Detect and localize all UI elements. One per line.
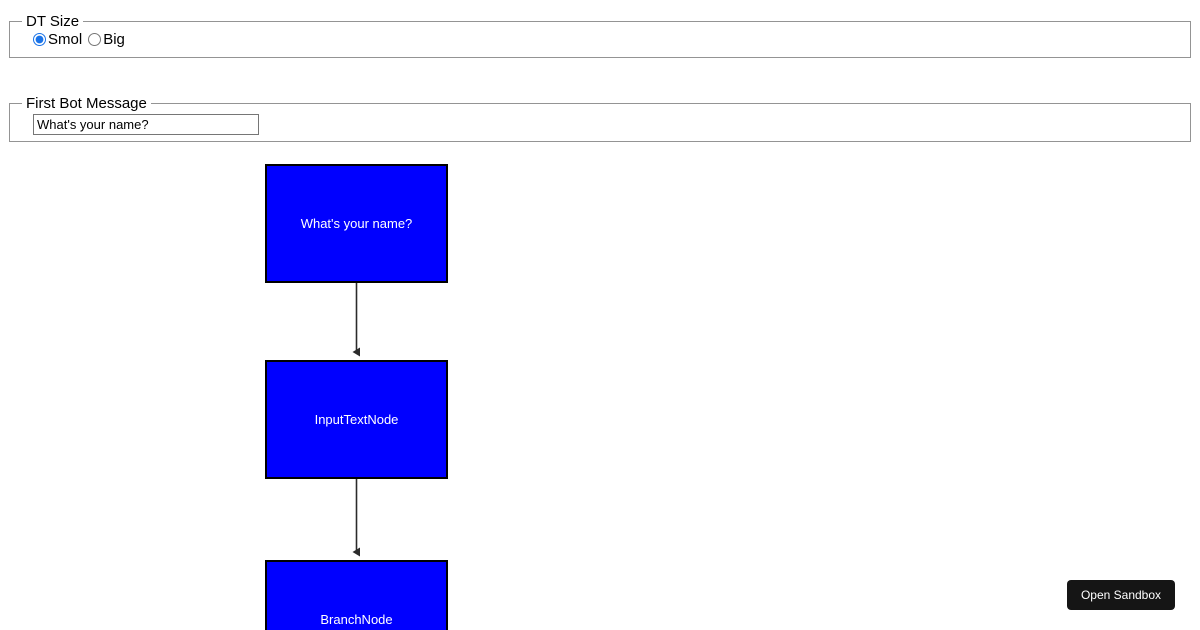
graph-node-label: What's your name? — [300, 215, 413, 231]
graph-node-input-text[interactable]: InputTextNode — [265, 360, 448, 479]
radio-option-big[interactable]: Big — [88, 31, 125, 48]
graph-edges — [352, 283, 360, 557]
dt-size-fieldset: DT Size Smol Big — [9, 13, 1191, 58]
radio-input-smol[interactable] — [33, 33, 46, 46]
dt-size-radio-group[interactable]: Smol Big — [33, 31, 1182, 48]
graph-node-label: BranchNode — [320, 611, 393, 627]
decision-tree-graph: What's your name? InputTextNode BranchNo… — [0, 150, 1200, 630]
graph-node-root[interactable]: What's your name? — [265, 164, 448, 283]
radio-label-big[interactable]: Big — [103, 31, 125, 48]
first-bot-message-fieldset: First Bot Message — [9, 95, 1191, 142]
first-bot-message-legend: First Bot Message — [26, 95, 147, 112]
first-bot-message-input[interactable] — [33, 114, 259, 135]
dt-size-legend: DT Size — [26, 13, 80, 30]
radio-label-smol[interactable]: Smol — [48, 31, 83, 48]
graph-node-branch[interactable]: BranchNode — [265, 560, 448, 630]
radio-option-smol[interactable]: Smol — [33, 31, 82, 48]
graph-node-label: InputTextNode — [314, 411, 399, 427]
open-sandbox-button[interactable]: Open Sandbox — [1067, 580, 1175, 610]
radio-input-big[interactable] — [88, 33, 102, 46]
